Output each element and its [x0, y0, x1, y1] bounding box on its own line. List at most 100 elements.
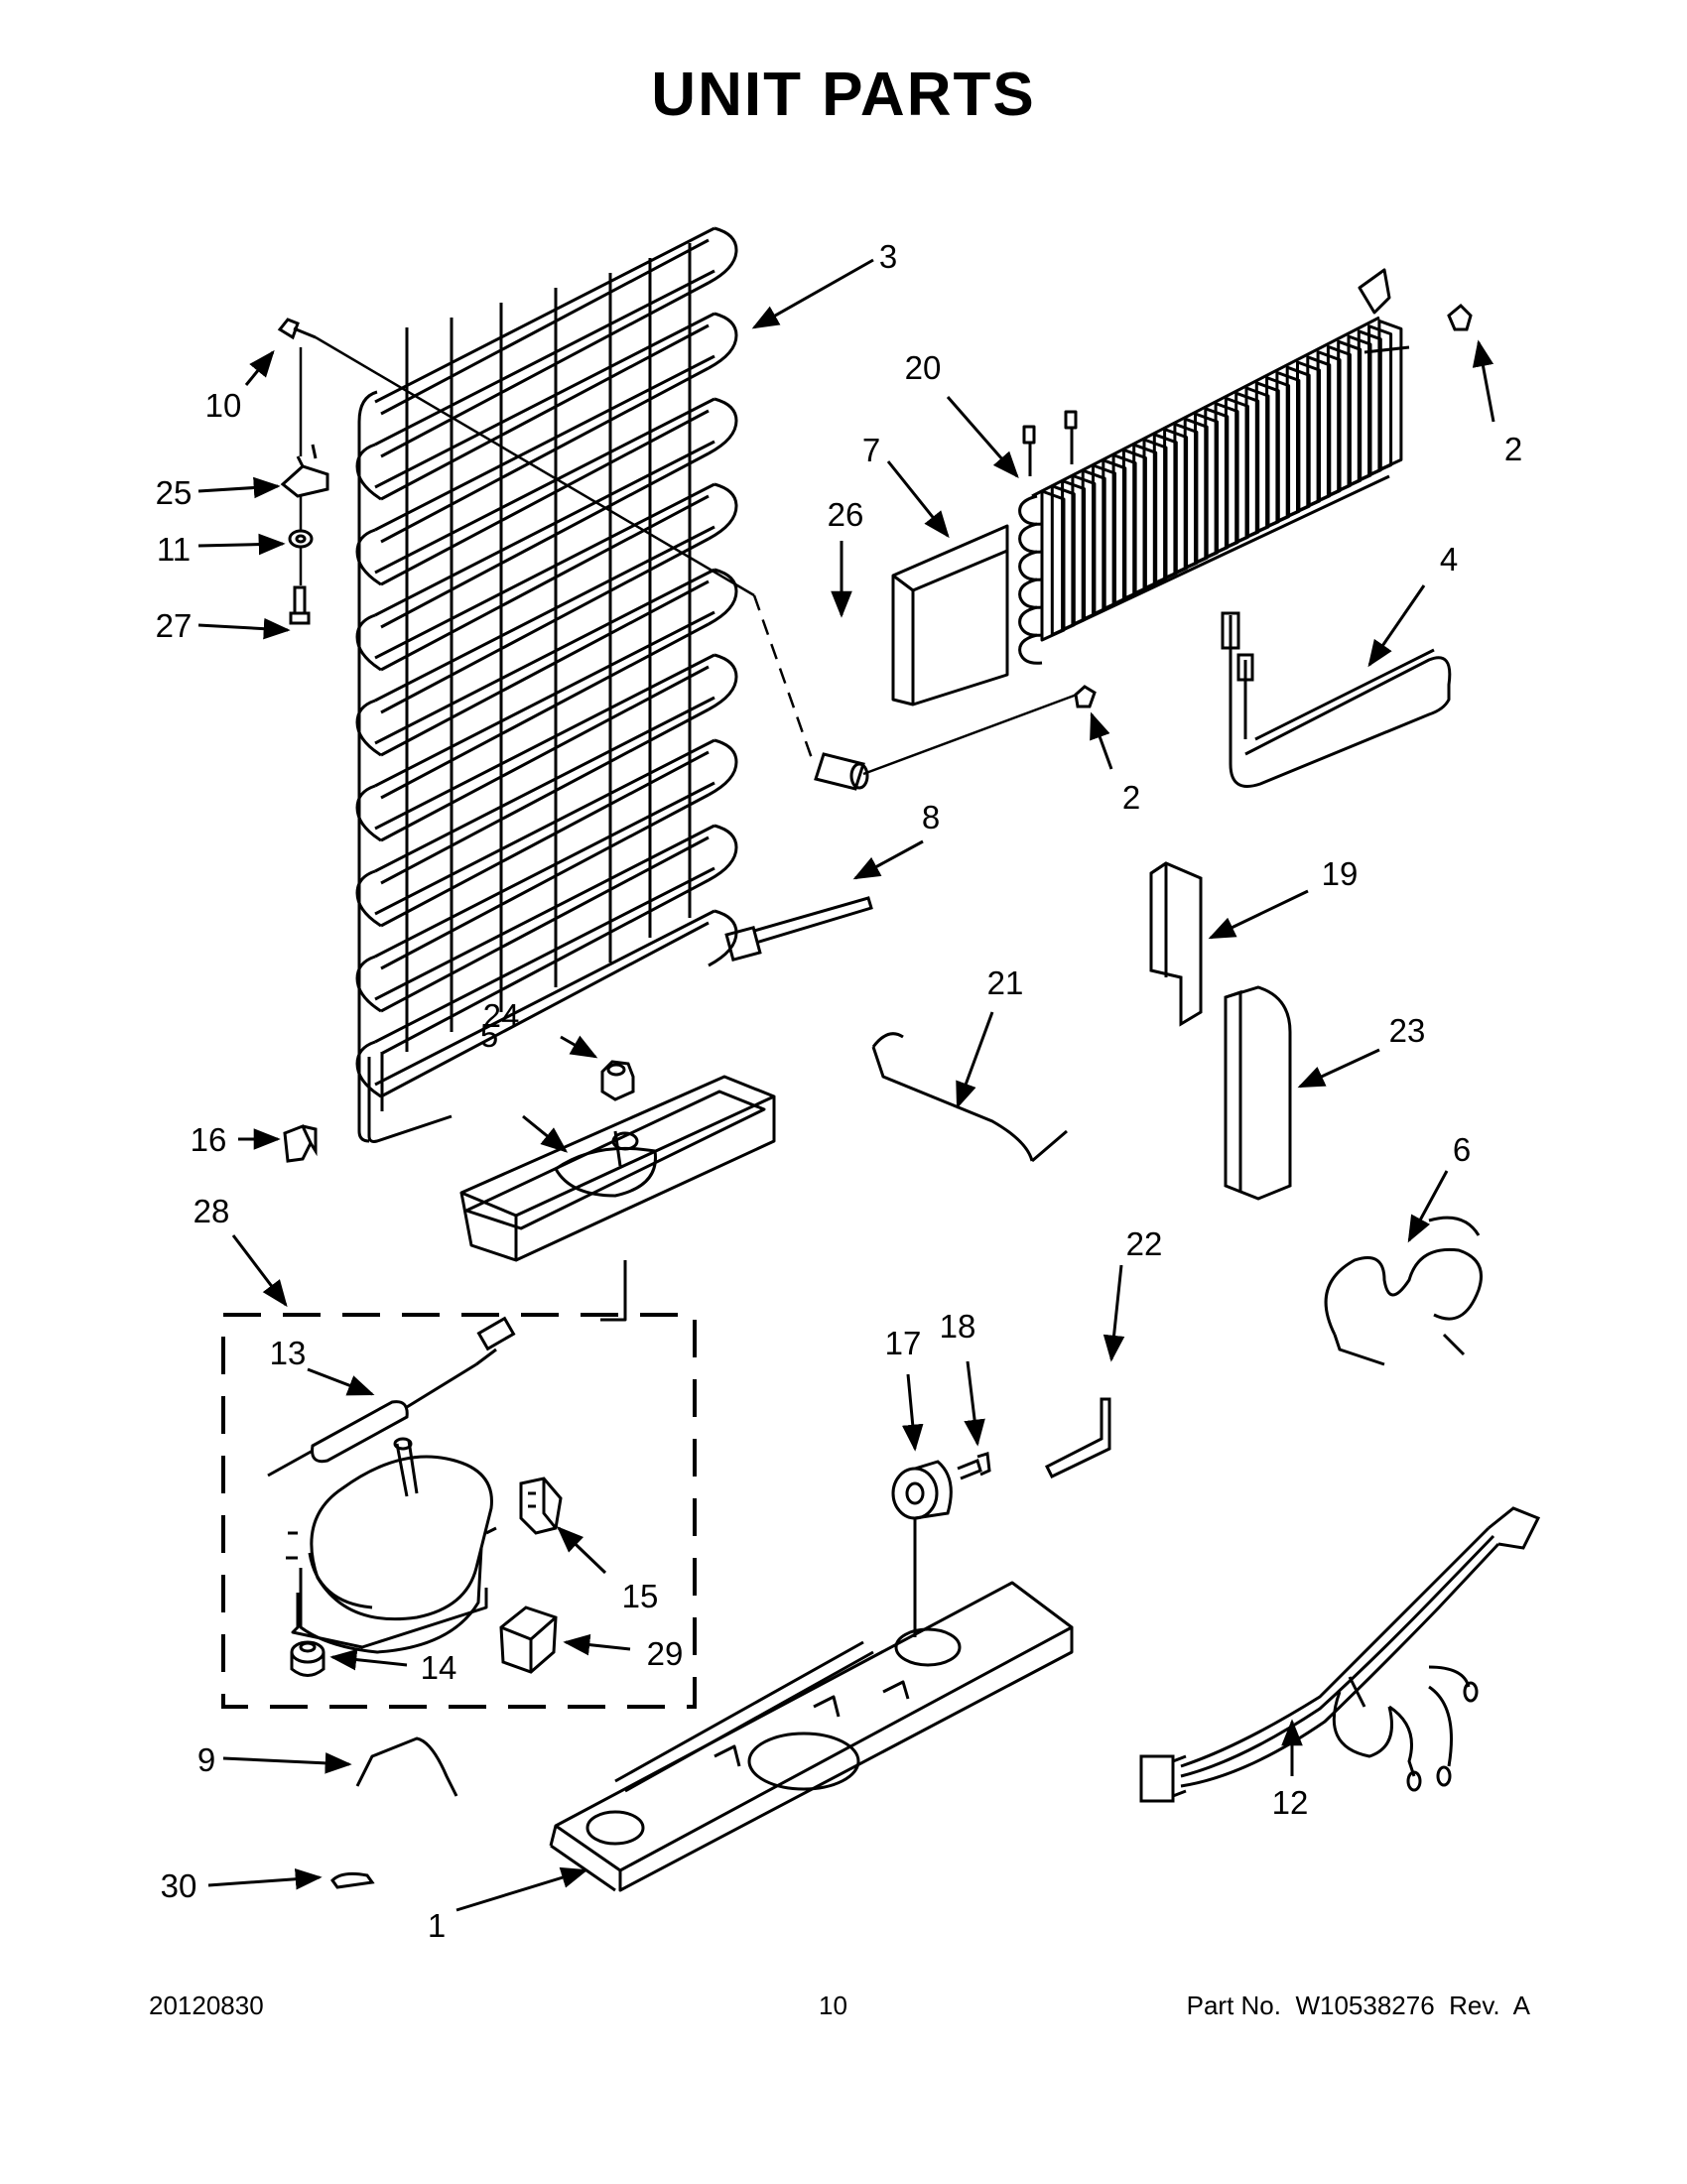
- callout-25: 25: [156, 474, 193, 511]
- footer-page-number: 10: [819, 1991, 847, 2020]
- condenser-u-bend: [708, 653, 738, 711]
- condenser-tube-row: [374, 312, 715, 489]
- condenser-u-bend: [708, 226, 738, 285]
- condenser-u-bend: [355, 613, 382, 672]
- callout-14: 14: [421, 1649, 457, 1686]
- leader-arrows: [197, 258, 1495, 1912]
- callout-26: 26: [828, 496, 864, 533]
- callout-19: 19: [1322, 855, 1359, 892]
- hardware-stack: [277, 303, 1473, 791]
- wire-harness-part: [1139, 1506, 1541, 1803]
- relay-part: [499, 1606, 558, 1674]
- base-plate-part: [549, 1581, 1074, 1892]
- callout-21: 21: [987, 964, 1024, 1001]
- condenser-u-bend: [708, 824, 738, 882]
- condenser-tube-row: [374, 397, 715, 575]
- callout-12: 12: [1272, 1784, 1309, 1821]
- overload-part: [519, 1477, 563, 1535]
- condenser-u-bend: [708, 482, 738, 541]
- footer-part-number: Part No. W10538276 Rev. A: [1186, 1991, 1530, 2020]
- condenser-tube-row: [380, 281, 710, 458]
- callout-29: 29: [647, 1635, 684, 1672]
- condenser-tube-row: [374, 653, 715, 831]
- condenser-u-bend: [708, 738, 738, 797]
- condenser-tube-row: [380, 494, 710, 672]
- condenser-tube-row: [380, 238, 710, 416]
- callout-28: 28: [194, 1193, 230, 1229]
- wire-tie-part: [724, 896, 873, 963]
- condenser-tube-row: [380, 793, 710, 970]
- condenser-tube-row: [374, 866, 715, 1044]
- tube-part-22: [1044, 1397, 1111, 1478]
- condenser-tube-row: [380, 323, 710, 501]
- callout-13: 13: [270, 1335, 307, 1371]
- callout-10: 10: [205, 387, 242, 424]
- condenser-tube-row: [380, 537, 710, 714]
- condenser-tube-row: [380, 878, 710, 1056]
- condenser-tube-row: [374, 440, 715, 617]
- condenser-frame: [357, 390, 378, 1143]
- condenser-tube-row: [374, 738, 715, 916]
- bracket-part-9: [355, 1736, 458, 1797]
- compressor-part: [286, 1437, 497, 1654]
- roller-part: [891, 1452, 991, 1637]
- callout-2a: 2: [1504, 431, 1522, 467]
- callout-23: 23: [1389, 1012, 1426, 1049]
- drier-part: [267, 1316, 516, 1477]
- callout-18: 18: [940, 1308, 976, 1345]
- condenser-u-bend: [708, 312, 738, 370]
- condenser-tube-row: [374, 610, 715, 788]
- tube-part-21: [871, 1032, 1068, 1163]
- condenser-u-bend: [708, 397, 738, 455]
- condenser-tube-row: [380, 921, 710, 1098]
- clip-part: [283, 1124, 318, 1163]
- callout-17: 17: [885, 1325, 922, 1361]
- condenser-tube-row: [374, 525, 715, 703]
- condenser-tube-row: [374, 909, 715, 1087]
- nut-part: [600, 1060, 635, 1101]
- callout-16: 16: [191, 1121, 227, 1158]
- condenser-tube-row: [374, 354, 715, 532]
- defrost-heater-part: [1221, 611, 1452, 788]
- condenser-u-bend: [355, 699, 382, 757]
- foam-blocks-part: [1149, 861, 1292, 1201]
- condenser-tube-row: [380, 451, 710, 629]
- heater-loop-part: [1324, 1216, 1483, 1366]
- condenser-tube-row: [380, 366, 710, 544]
- clip-part-30: [330, 1871, 375, 1889]
- callout-15: 15: [622, 1578, 659, 1614]
- condenser-u-bend: [355, 443, 382, 501]
- condenser-tube-row: [380, 665, 710, 842]
- callout-20: 20: [905, 349, 942, 386]
- condenser-tube-row: [374, 269, 715, 447]
- callout-6: 6: [1453, 1131, 1471, 1168]
- callout-3: 3: [879, 238, 897, 275]
- callout-1: 1: [428, 1907, 446, 1944]
- condenser-u-bend: [355, 784, 382, 842]
- condenser-u-bend: [355, 869, 382, 928]
- condenser-tube-row: [380, 750, 710, 928]
- grommet-part: [290, 1640, 325, 1677]
- evaporator-coil-bend: [1018, 605, 1043, 637]
- callout-11: 11: [157, 531, 191, 568]
- evaporator-part: [891, 268, 1410, 707]
- condenser-tube-row: [374, 482, 715, 660]
- condenser-u-bend: [708, 568, 738, 626]
- condenser-tube-row: [380, 409, 710, 586]
- condenser-u-bend: [355, 528, 382, 586]
- callout-27: 27: [156, 607, 193, 644]
- evaporator-coil-bend: [1018, 633, 1043, 665]
- condenser-part: [355, 226, 738, 1143]
- callout-8: 8: [922, 799, 940, 835]
- alignment-line: [299, 335, 1078, 776]
- callout-9: 9: [197, 1741, 215, 1778]
- callout-22: 22: [1126, 1225, 1163, 1262]
- evaporator-coil-bend: [1018, 578, 1043, 609]
- evaporator-coil-bend: [1018, 494, 1043, 526]
- callout-5: 5: [480, 1017, 498, 1054]
- callout-24: 24: [483, 997, 520, 1034]
- callout-7: 7: [862, 432, 880, 468]
- evaporator-fin: [1377, 319, 1403, 471]
- condenser-tube-row: [374, 696, 715, 873]
